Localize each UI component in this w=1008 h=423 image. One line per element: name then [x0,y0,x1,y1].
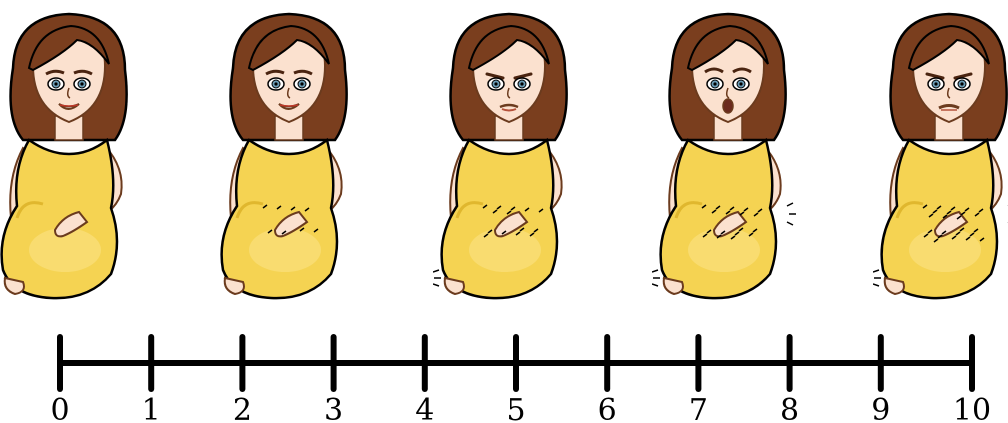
pregnant-woman-figure-smiling [0,8,143,303]
pregnant-woman-figure-pained [873,8,1008,303]
scale-tick-label: 6 [598,393,617,423]
scale-tick-label: 9 [871,393,890,423]
pregnant-woman-figure-surprised [652,8,802,303]
scale-labels: 0 1 2 3 4 5 6 7 8 9 10 [50,393,991,423]
scale-tick-label: 3 [324,393,343,423]
scale-tick-label: 1 [142,393,161,423]
pregnant-woman-figure-uneasy [433,8,583,303]
scale-tick-label: 10 [953,393,991,423]
scale-tick-label: 0 [50,393,69,423]
scale-tick-label: 4 [415,393,434,423]
scale-tick-label: 5 [506,393,525,423]
pregnant-woman-figure-smiling [213,8,363,303]
numeric-scale: 0 1 2 3 4 5 6 7 8 9 10 [0,320,1008,423]
scale-tick-label: 2 [233,393,252,423]
scale-tick-label: 7 [689,393,708,423]
scale-tick-label: 8 [780,393,799,423]
